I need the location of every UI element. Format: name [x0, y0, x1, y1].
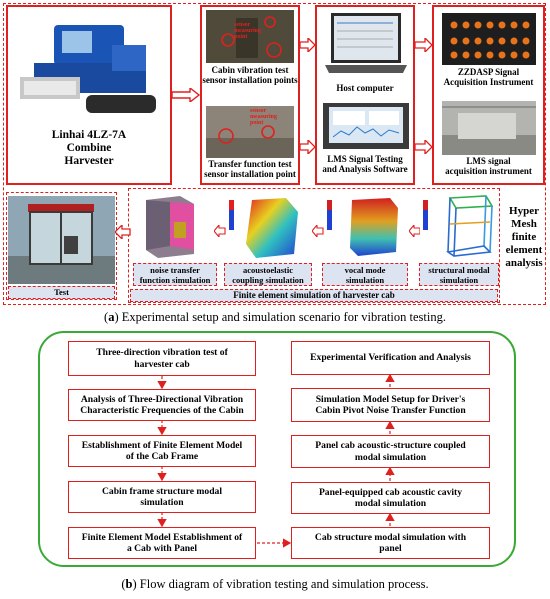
arrow-sensor-to-host [300, 38, 316, 52]
sensor-box: sensor measuring point Cabin vibration t… [200, 5, 300, 185]
caption-b-text: Flow diagram of vibration testing and si… [139, 577, 429, 591]
lms-instrument-photo [442, 101, 536, 155]
harvester-box: Linhai 4LZ-7A Combine Harvester [6, 5, 172, 185]
sensor-mark-2: sensor measuring point [250, 108, 277, 126]
flow-node-left-2: Analysis of Three-Directional Vibration … [68, 389, 256, 421]
hypermesh-label: Hyper Mesh finite element analysis [505, 205, 543, 269]
acoustic-sim-image [226, 192, 312, 262]
caption-a-letter: a [108, 310, 115, 324]
arrow-sensor-to-lms [300, 140, 316, 154]
fe-banner: Finite element simulation of harvester c… [130, 289, 498, 302]
laptop-photo [323, 11, 409, 79]
flow-node-right-5: Cab structure modal simulation with pane… [291, 527, 490, 559]
harvester-label: Linhai 4LZ-7A Combine Harvester [51, 129, 127, 168]
caption-a: (a) Experimental setup and simulation sc… [104, 310, 446, 324]
arrow-sim-to-test [115, 225, 131, 239]
vocal-sim-image [324, 192, 410, 262]
vocal-sim-label: vocal mode simulation [322, 263, 408, 286]
instrument-box: ZZDASP Signal Acquisition Instrument LMS… [432, 5, 545, 185]
arrow-host-to-lms-instrument [415, 140, 433, 154]
zzdasp-photo [442, 13, 536, 65]
transfer-sensor-photo: sensor measuring point [206, 106, 294, 158]
arrow-vocal-to-acoustic [312, 225, 324, 237]
flow-node-left-5: Finite Element Model Establishment of a … [68, 527, 256, 559]
flow-frame [38, 331, 516, 567]
caption-b: (b) Flow diagram of vibration testing an… [121, 577, 429, 591]
lms-software-label: LMS Signal Testing and Analysis Software [322, 154, 408, 174]
flow-node-left-4: Cabin frame structure modal simulation [68, 481, 256, 513]
cabin-sensor-label: Cabin vibration test sensor installation… [202, 65, 298, 85]
structural-sim-label: structural modal simulation [419, 263, 499, 286]
harvester-photo [16, 15, 164, 123]
flow-node-right-4: Panel-equipped cab acoustic cavity modal… [291, 482, 490, 514]
arrow-harvester-to-sensors [172, 88, 200, 102]
arrow-structural-to-vocal [409, 225, 421, 237]
flow-node-left-1: Three-direction vibration test of harves… [68, 341, 256, 376]
arrow-host-to-zzdasp [415, 38, 433, 52]
structural-sim-image [420, 192, 498, 262]
sim-strip [128, 188, 500, 303]
flow-node-right-2: Simulation Model Setup for Driver's Cabi… [291, 388, 490, 422]
lms-instrument-label: LMS signal acquisition instrument [445, 156, 532, 176]
sensor-mark-1: sensor measuring point [234, 22, 261, 40]
caption-a-text: Experimental setup and simulation scenar… [121, 310, 446, 324]
cabin-sensor-photo: sensor measuring point [206, 10, 294, 63]
panel-a-frame [3, 3, 546, 305]
caption-b-letter: b [125, 577, 133, 591]
flow-node-right-3: Panel cab acoustic-structure coupled mod… [291, 435, 490, 468]
zzdasp-label: ZZDASP Signal Acquisition Instrument [443, 67, 534, 87]
host-label: Host computer [336, 83, 394, 93]
arrow-acoustic-to-noise [214, 225, 226, 237]
noise-sim-image [134, 192, 214, 262]
flow-node-right-1: Experimental Verification and Analysis [291, 341, 490, 375]
noise-sim-label: noise transfer function simulation [133, 263, 217, 286]
lms-software-photo [323, 103, 409, 149]
test-cab-photo [8, 196, 115, 284]
host-box: Host computer LMS Signal Testing and Ana… [315, 5, 415, 185]
flow-node-left-3: Establishment of Finite Element Model of… [68, 435, 256, 467]
test-label: Test [8, 286, 115, 299]
acoustic-sim-label: acoustoelastic coupling simulation [224, 263, 312, 286]
transfer-sensor-label: Transfer function test sensor installati… [204, 159, 296, 179]
